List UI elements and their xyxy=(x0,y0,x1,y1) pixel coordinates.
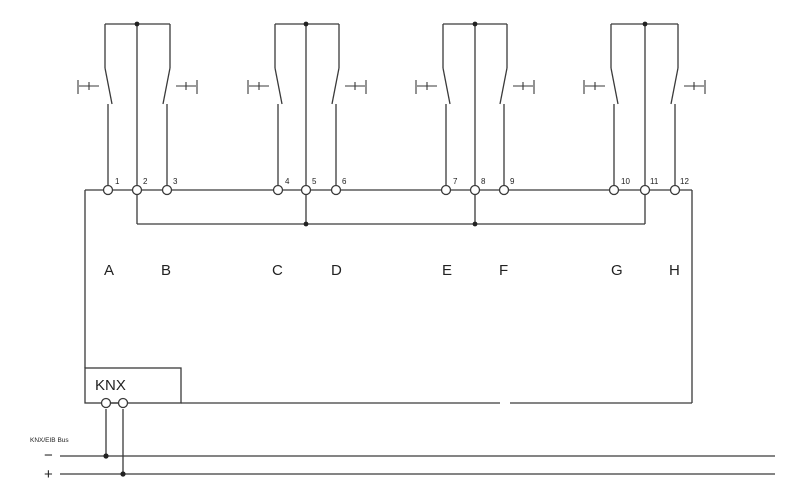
terminal-number: 2 xyxy=(143,177,148,186)
channel-label: C xyxy=(272,262,283,279)
knx-terminal-plus xyxy=(117,397,129,409)
switch-blade-right xyxy=(162,67,171,105)
switch-blade-left xyxy=(610,67,619,105)
terminal-number: 1 xyxy=(115,177,120,186)
channel-labels: A B C D E F G H xyxy=(104,262,680,279)
switch-blade-left xyxy=(104,67,113,105)
switch-blade-left xyxy=(442,67,451,105)
terminal-number: 5 xyxy=(312,177,317,186)
terminal-number: 9 xyxy=(510,177,515,186)
channel-label: B xyxy=(161,262,171,279)
bus-label: KNX/EIB Bus xyxy=(30,437,69,444)
terminal xyxy=(330,184,342,196)
junction-dot xyxy=(134,21,140,27)
frame xyxy=(84,189,693,404)
junction-dot xyxy=(642,21,648,27)
terminal-number: 4 xyxy=(285,177,290,186)
terminal xyxy=(669,184,681,196)
knx-label: KNX xyxy=(95,377,126,394)
switch-blade-left xyxy=(274,67,283,105)
junction-dot xyxy=(472,221,478,227)
junction-dot xyxy=(303,221,309,227)
terminal-number: 6 xyxy=(342,177,347,186)
minus-sign: − xyxy=(44,447,53,464)
knx-terminal-minus xyxy=(100,397,112,409)
terminal-number: 3 xyxy=(173,177,178,186)
channel-label: F xyxy=(499,262,508,279)
terminal-number: 8 xyxy=(481,177,486,186)
channel-label: E xyxy=(442,262,452,279)
channel-label: G xyxy=(611,262,623,279)
junction-dot xyxy=(472,21,478,27)
switch-blade-right xyxy=(499,67,508,105)
bus-junction-minus xyxy=(103,453,109,459)
terminal xyxy=(300,184,312,196)
terminal-number: 10 xyxy=(621,177,630,186)
switch-groups xyxy=(77,21,706,227)
junction-dot xyxy=(303,21,309,27)
terminal xyxy=(131,184,143,196)
terminal-number: 7 xyxy=(453,177,458,186)
terminal xyxy=(102,184,114,196)
terminal xyxy=(498,184,510,196)
switch-blade-right xyxy=(331,67,340,105)
terminal xyxy=(161,184,173,196)
plus-sign: + xyxy=(44,466,53,483)
bus-lines: KNX/EIB Bus − + xyxy=(30,397,775,483)
channel-label: H xyxy=(669,262,680,279)
terminal xyxy=(440,184,452,196)
terminal-number: 12 xyxy=(680,177,689,186)
terminal xyxy=(608,184,620,196)
bus-junction-plus xyxy=(120,471,126,477)
terminal xyxy=(469,184,481,196)
channel-label: A xyxy=(104,262,114,279)
terminal xyxy=(639,184,651,196)
knx-module: KNX xyxy=(84,367,182,404)
switch-blade-right xyxy=(670,67,679,105)
terminal-numbers: 1 2 3 4 5 6 7 8 9 10 11 12 xyxy=(115,177,689,186)
terminal xyxy=(272,184,284,196)
channel-label: D xyxy=(331,262,342,279)
terminal-number: 11 xyxy=(650,177,659,186)
